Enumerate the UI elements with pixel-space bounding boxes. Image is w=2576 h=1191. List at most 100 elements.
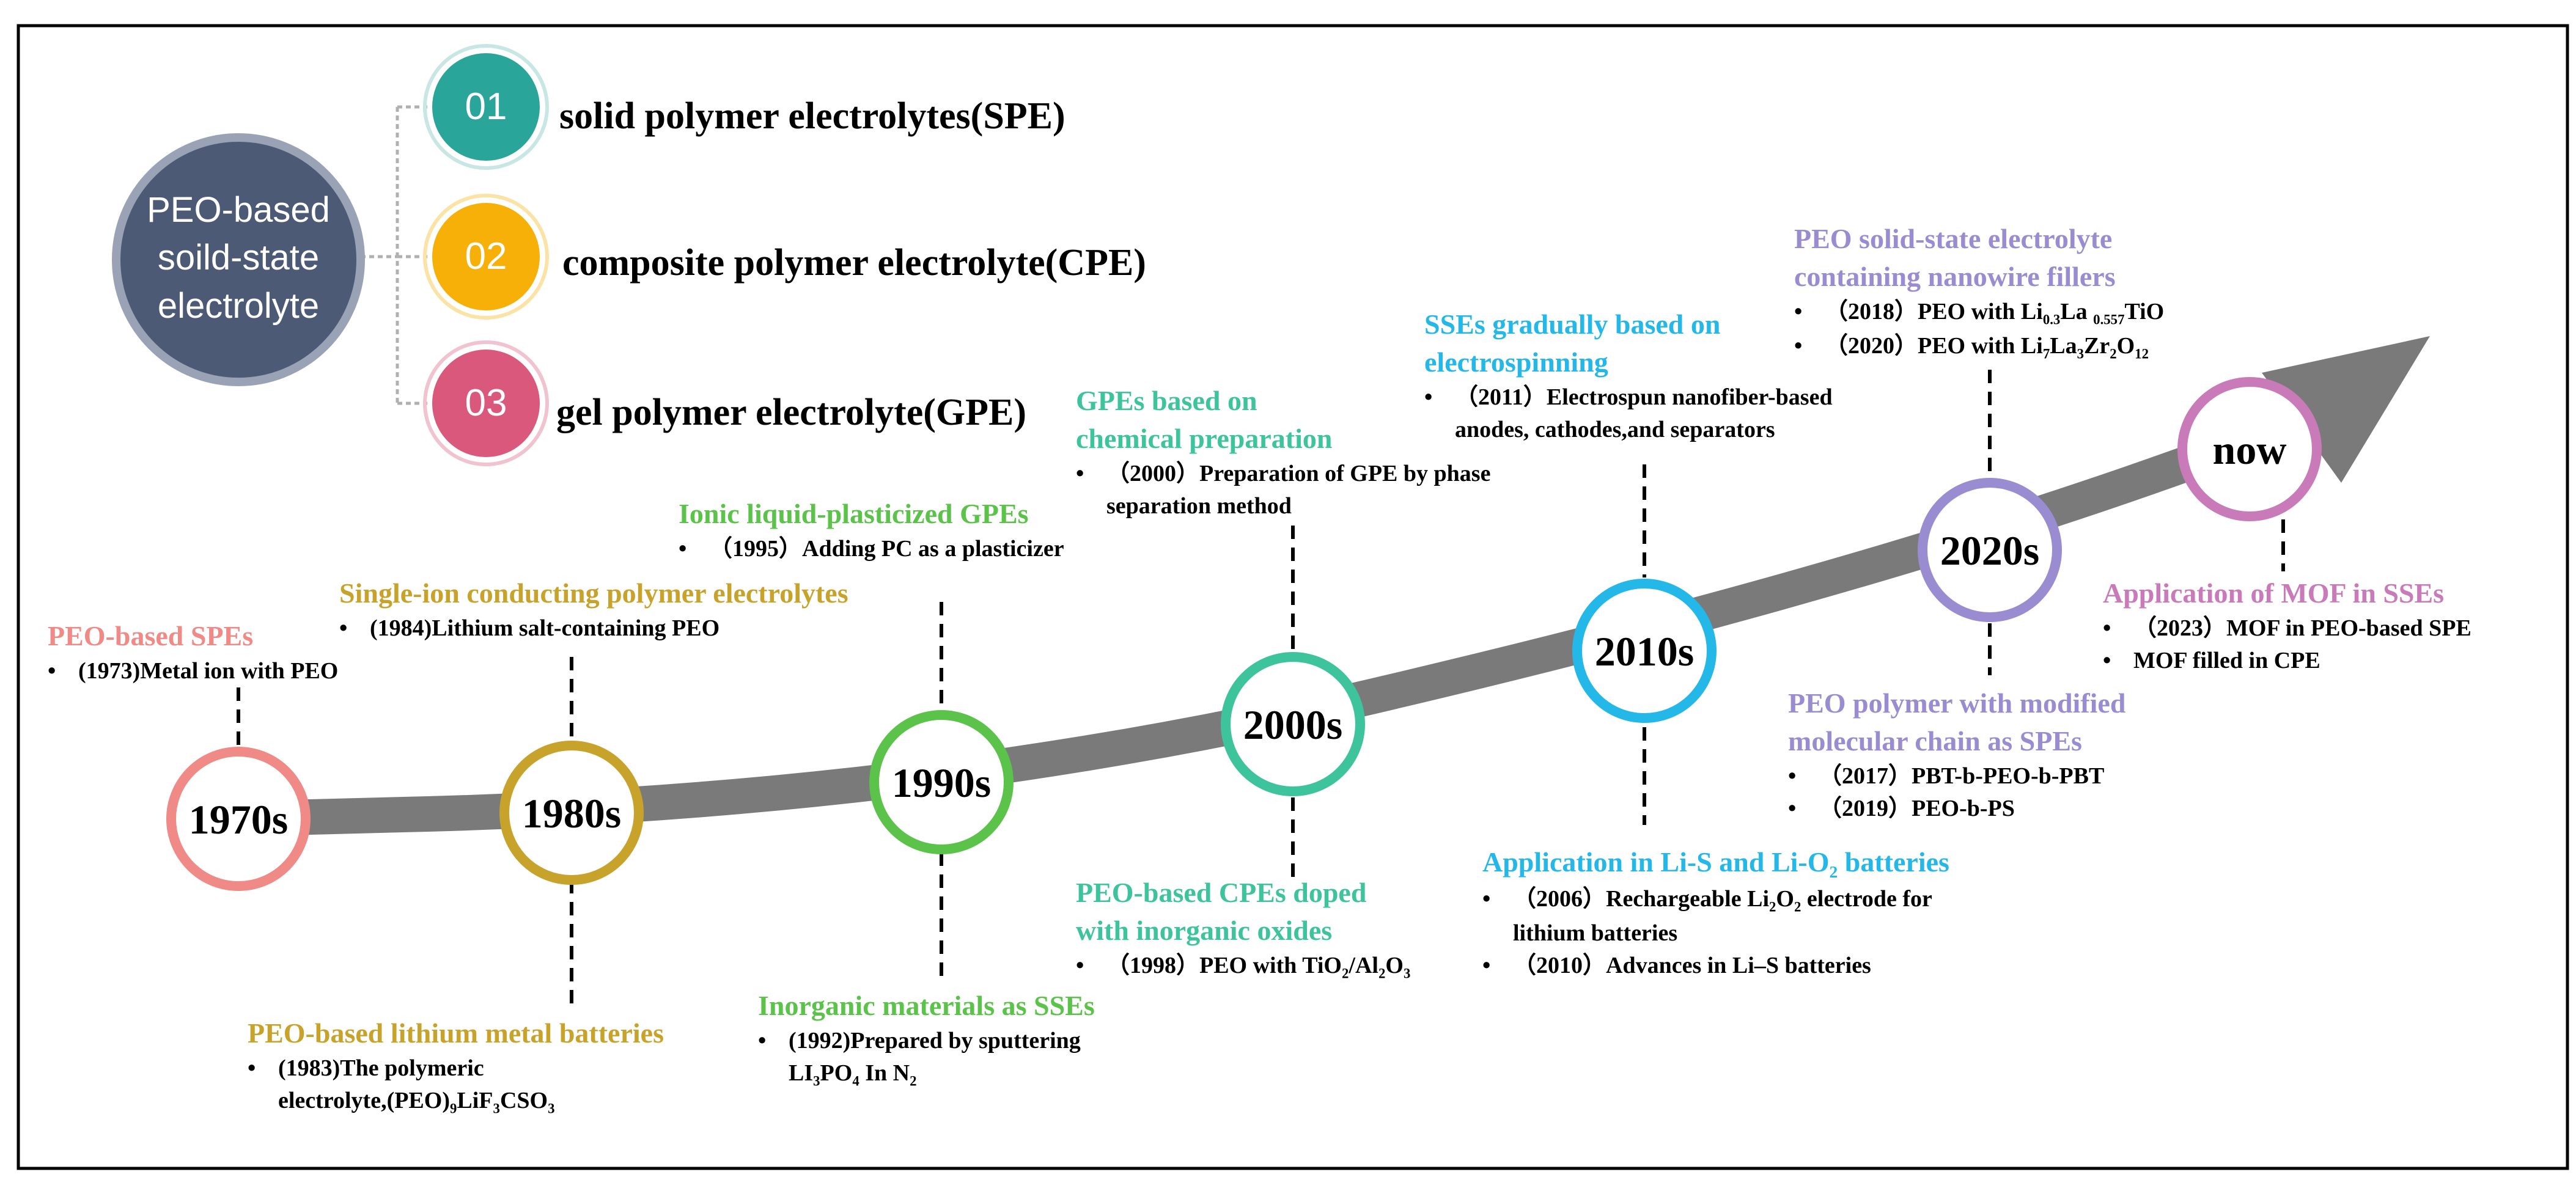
bullet-text: （2023）MOF in PEO-based SPE: [2133, 615, 2471, 642]
category-number-01: 01: [465, 86, 507, 128]
milestone-bullet: •(1992)Prepared by sputtering: [758, 1028, 1081, 1054]
era-label-1980s: 1980s: [521, 790, 622, 837]
milestone-title: Ionic liquid-plasticized GPEs: [679, 498, 1029, 529]
category-circle-01: [427, 48, 545, 166]
era-circle-1980s: [499, 741, 644, 885]
main-topic-line-3: electrolyte: [157, 285, 320, 326]
formula-sub: 9: [450, 1101, 457, 1116]
bullet-text: separation method: [1106, 493, 1292, 519]
category-circle-02: [427, 198, 545, 315]
formula-part: CSO: [499, 1088, 548, 1114]
milestone-bullet-cont: LI3PO4 In N2: [758, 1057, 1095, 1091]
milestone-bullet: •（1998）PEO with TiO2/Al2O3: [1076, 953, 1411, 981]
era-label-2020s: 2020s: [1940, 527, 2040, 574]
era-label-2010s: 2010s: [1594, 628, 1695, 675]
title-part: Application in Li-S and Li-O: [1482, 846, 1830, 878]
formula-sub: 2: [910, 1073, 917, 1089]
formula-part: PO: [820, 1060, 853, 1087]
bullet-text: lithium batteries: [1513, 920, 1678, 946]
milestone-bullet: •MOF filled in CPE: [2103, 648, 2320, 674]
milestone-2018: PEO solid-state electrolyte containing n…: [1794, 220, 2164, 364]
milestone-title-line-1: GPEs based on: [1076, 385, 1257, 416]
era-circle-2000s: [1221, 652, 1365, 796]
main-topic-line-1: PEO-based: [147, 190, 330, 230]
era-circle-2010s: [1572, 579, 1717, 723]
milestone-2011: SSEs gradually based on electrospinning …: [1424, 306, 1833, 447]
milestone-title-line-2: molecular chain as SPEs: [1788, 725, 2082, 757]
formula-sub: 2: [1378, 966, 1386, 981]
era-circle-1990s: [869, 710, 1014, 854]
category-circle-03: [427, 345, 545, 462]
milestone-title-line-1: PEO polymer with modified: [1788, 687, 2126, 719]
milestone-now: Application of MOF in SSEs •（2023）MOF in…: [2103, 574, 2471, 677]
category-ring-02: [423, 194, 549, 320]
formula-part: O: [1776, 886, 1794, 912]
milestone-2017: PEO polymer with modified molecular chai…: [1788, 684, 2125, 826]
formula-part: electrolyte,(PEO): [278, 1088, 450, 1114]
formula-sub: 12: [2135, 346, 2149, 362]
bullet-text: MOF filled in CPE: [2133, 648, 2320, 674]
milestone-title: Application in Li-S and Li-O2 batteries: [1482, 843, 1949, 883]
era-circle-1970s: [166, 747, 311, 891]
milestone-bullet-cont: separation method: [1076, 490, 1490, 522]
era-label-now: now: [2212, 427, 2287, 473]
milestone-title: PEO-based SPEs: [48, 620, 254, 651]
milestone-1998: PEO-based CPEs doped with inorganic oxid…: [1076, 874, 1410, 984]
milestone-title-line-1: PEO-based CPEs doped: [1076, 877, 1367, 908]
era-label-1970s: 1970s: [188, 796, 289, 843]
milestone-title: Single-ion conducting polymer electrolyt…: [339, 577, 848, 609]
formula-sub: 2: [1794, 900, 1801, 915]
era-label-1990s: 1990s: [891, 760, 992, 806]
bullet-text: （2010）Advances in Li–S batteries: [1513, 953, 1871, 979]
milestone-bullet: •（2010）Advances in Li–S batteries: [1482, 953, 1871, 979]
milestone-bullet: •（2018）PEO with Li0.3La 0.557TiO: [1794, 299, 2165, 328]
bullet-text: (1992)Prepared by sputtering: [789, 1028, 1081, 1054]
milestone-bullet: •（2000）Preparation of GPE by phase: [1076, 461, 1491, 487]
milestone-bullet-cont: anodes, cathodes,and separators: [1424, 414, 1833, 446]
formula-sub: 2: [1769, 900, 1776, 915]
formula-part: O: [1385, 953, 1404, 979]
milestone-title-line-1: SSEs gradually based on: [1424, 309, 1721, 340]
category-label-cpe: composite polymer electrolyte(CPE): [562, 242, 1146, 284]
formula-sub: 2: [2110, 346, 2117, 362]
milestone-1995: Ionic liquid-plasticized GPEs •（1995）Add…: [679, 495, 1064, 565]
milestone-1984: Single-ion conducting polymer electrolyt…: [339, 574, 848, 645]
formula-part: La: [2060, 299, 2094, 325]
category-connector: [361, 105, 428, 405]
title-sub: 2: [1829, 862, 1838, 882]
formula-sub: 3: [548, 1101, 555, 1116]
bullet-text: （2019）PEO-b-PS: [1819, 796, 2015, 822]
milestone-bullet: •(1984)Lithium salt-containing PEO: [339, 615, 720, 642]
bullet-text: (1973)Metal ion with PEO: [78, 658, 339, 684]
formula-sub: 4: [852, 1073, 859, 1089]
milestone-2000: GPEs based on chemical preparation •（200…: [1076, 382, 1490, 523]
formula-sub: 3: [813, 1073, 820, 1089]
main-topic-line-2: soild-state: [157, 238, 320, 278]
formula-part: （1998）PEO with TiO: [1106, 953, 1342, 979]
milestone-bullet: •(1973)Metal ion with PEO: [48, 658, 339, 684]
milestone-bullet: •（1995）Adding PC as a plasticizer: [679, 536, 1064, 562]
category-ring-03: [423, 340, 549, 466]
title-part: batteries: [1838, 846, 1949, 878]
formula-sub: 3: [493, 1101, 500, 1116]
milestone-1970s: PEO-based SPEs •(1973)Metal ion with PEO: [48, 617, 338, 687]
milestone-1983: PEO-based lithium metal batteries •(1983…: [248, 1014, 664, 1119]
milestone-title-line-1: PEO solid-state electrolyte: [1794, 223, 2113, 254]
era-label-2000s: 2000s: [1243, 702, 1343, 748]
formula-part: Zr: [2083, 332, 2110, 359]
main-topic-circle: [112, 133, 365, 386]
formula-sub: 0.557: [2093, 312, 2125, 328]
milestone-bullet: •(1983)The polymeric: [248, 1055, 484, 1082]
formula-sub: 7: [2042, 346, 2050, 362]
formula-sub: 0.3: [2042, 312, 2061, 328]
formula-part: /Al: [1349, 953, 1378, 979]
milestone-title: Inorganic materials as SSEs: [758, 990, 1095, 1021]
formula-sub: 2: [1342, 966, 1349, 981]
formula-part: In N: [859, 1060, 910, 1087]
bullet-text: （2000）Preparation of GPE by phase: [1106, 461, 1491, 487]
formula-part: electrode for: [1801, 886, 1932, 912]
category-number-02: 02: [465, 235, 507, 277]
category-ring-01: [423, 44, 549, 170]
milestone-title-line-2: containing nanowire fillers: [1794, 261, 2116, 293]
